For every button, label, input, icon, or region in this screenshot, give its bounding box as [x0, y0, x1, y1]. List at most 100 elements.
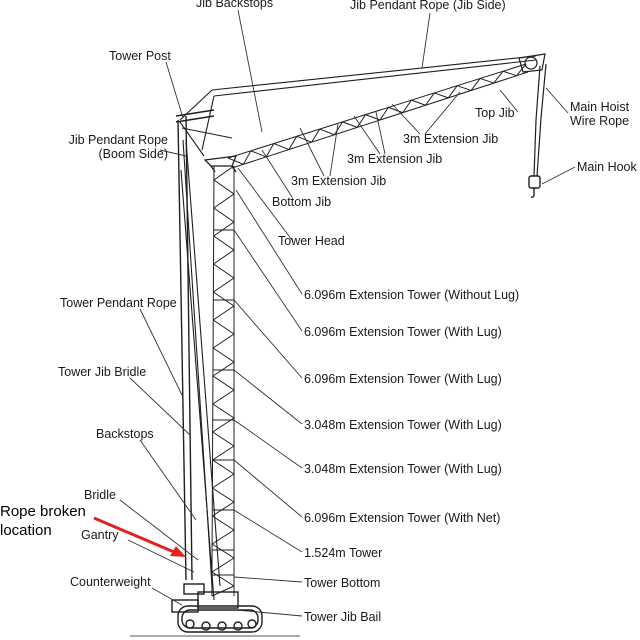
leader-lines — [119, 9, 576, 617]
tower-brace — [213, 235, 235, 251]
leader-line — [233, 459, 303, 518]
label-ext-tower-with-lug-1: 6.096m Extension Tower (With Lug) — [304, 325, 502, 339]
leader-line — [499, 89, 519, 113]
jib-brace — [447, 85, 458, 99]
rope-broken-line1: Rope broken — [0, 503, 86, 520]
tower-brace — [213, 179, 235, 195]
leader-line — [375, 111, 386, 155]
label-extension-jib-2: 3m Extension Jib — [347, 152, 443, 166]
leader-line — [233, 299, 303, 379]
label-gantry: Gantry — [81, 528, 119, 542]
jib-lattice — [227, 63, 529, 169]
tower-head — [203, 155, 238, 173]
jib-brace — [265, 143, 275, 158]
label-tower-bottom: Tower Bottom — [304, 576, 381, 590]
jib-brace — [227, 157, 244, 165]
tower-brace — [212, 459, 235, 475]
label-bridle: Bridle — [84, 488, 116, 502]
label-jib-pendant-rope-jib-side: Jib Pendant Rope (Jib Side) — [350, 0, 506, 12]
leader-line — [421, 12, 431, 69]
tower-brace — [212, 319, 235, 335]
label-tower-pendant-rope: Tower Pendant Rope — [60, 296, 177, 310]
label-tower-jib-bridle: Tower Jib Bridle — [58, 365, 147, 379]
jib-brace — [388, 106, 403, 114]
label-jib-pendant-boom-line2: (Boom Side) — [98, 147, 168, 161]
jib-brace — [319, 128, 335, 136]
leader-line — [545, 87, 569, 114]
leader-line — [233, 576, 303, 583]
label-ext-tower-3048-with-lug-1: 3.048m Extension Tower (With Lug) — [304, 418, 502, 432]
tower-chord-left — [211, 165, 215, 597]
tower-brace — [211, 529, 235, 545]
jib-brace — [402, 99, 412, 113]
tower-brace — [212, 431, 235, 447]
leader-line — [329, 123, 339, 177]
label-bottom-jib: Bottom Jib — [272, 195, 332, 209]
tower-brace — [211, 543, 235, 559]
main-hook — [528, 175, 541, 198]
label-counterweight: Counterweight — [70, 575, 151, 589]
pendant-ropes — [179, 55, 537, 601]
leader-line — [151, 587, 183, 606]
label-ext-tower-3048-with-lug-2: 3.048m Extension Tower (With Lug) — [304, 462, 502, 476]
leader-line — [235, 609, 303, 617]
jib-brace — [479, 77, 495, 84]
jib-brace — [242, 150, 252, 165]
rope-broken-location-note: Rope broken location — [0, 502, 86, 540]
leader-line — [235, 189, 303, 295]
leader-line — [353, 115, 381, 155]
jib-brace — [311, 128, 321, 143]
label-extension-jib-3: 3m Extension Jib — [291, 174, 387, 188]
tower-brace — [212, 333, 235, 349]
leader-line — [139, 439, 197, 521]
leader-line — [233, 369, 303, 425]
jib-brace — [288, 136, 298, 150]
jib-brace — [379, 107, 389, 121]
label-main-hook: Main Hook — [577, 160, 637, 174]
tower-brace — [213, 291, 235, 307]
leader-line — [119, 499, 199, 561]
tower-brace — [211, 501, 235, 517]
label-top-jib: Top Jib — [475, 106, 515, 120]
jib-brace — [516, 63, 527, 77]
tower-brace — [213, 193, 235, 209]
tower-brace — [211, 571, 235, 587]
label-tower-jib-bail: Tower Jib Bail — [304, 610, 382, 624]
label-tower-post: Tower Post — [109, 49, 171, 63]
label-main-hoist-wire-rope: Main Hoist Wire Rope — [570, 100, 629, 128]
tower-lattice — [211, 165, 235, 597]
leader-line — [139, 308, 183, 396]
label-main-hoist-line1: Main Hoist — [570, 100, 630, 114]
label-jib-pendant-boom-line1: Jib Pendant Rope — [68, 133, 168, 147]
tower-brace — [213, 249, 235, 265]
jib-brace — [273, 143, 290, 151]
tower-brace — [212, 361, 235, 377]
jib-brace — [493, 70, 504, 84]
leader-line — [261, 149, 293, 198]
tower-brace — [213, 165, 235, 181]
jib-brace — [342, 121, 358, 128]
leader-line — [233, 509, 303, 553]
jib-brace — [425, 92, 435, 106]
tower-brace — [213, 221, 235, 237]
label-extension-jib-1: 3m Extension Jib — [403, 132, 499, 146]
leader-line — [127, 539, 195, 573]
leader-line — [159, 149, 187, 157]
tower-brace — [212, 473, 235, 489]
leader-line — [165, 61, 184, 119]
label-ext-tower-without-lug: 6.096m Extension Tower (Without Lug) — [304, 288, 520, 302]
tower-brace — [212, 347, 235, 363]
tower-brace — [211, 585, 235, 597]
tower-brace — [213, 277, 235, 293]
jib-chord-top — [227, 63, 527, 159]
label-tower-head: Tower Head — [278, 234, 345, 248]
rope-broken-arrow — [93, 516, 186, 557]
leader-line — [299, 127, 325, 177]
jib-brace — [296, 135, 312, 143]
leader-line — [233, 419, 303, 469]
label-ext-tower-with-net: 6.096m Extension Tower (With Net) — [304, 511, 501, 525]
tower-brace — [211, 515, 235, 531]
leader-line — [233, 229, 303, 332]
